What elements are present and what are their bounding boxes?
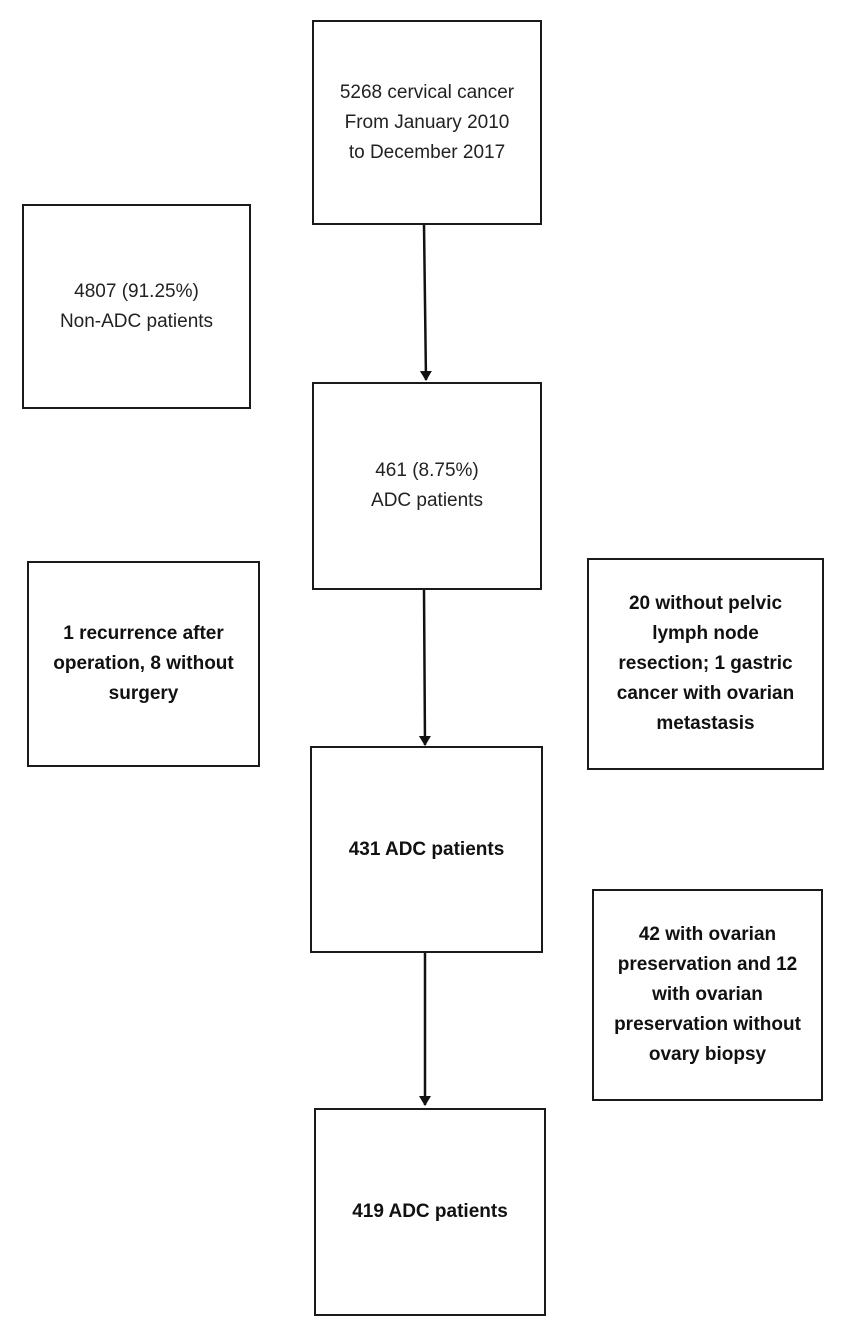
- node-exclusion-1: 1 recurrence after operation, 8 without …: [27, 561, 260, 767]
- node-exclusion-2: 20 without pelvic lymph node resection; …: [587, 558, 824, 770]
- node-adc-431: 431 ADC patients: [310, 746, 543, 953]
- node-non-adc: 4807 (91.25%) Non-ADC patients: [22, 204, 251, 409]
- node-adc-419: 419 ADC patients: [314, 1108, 546, 1316]
- node-exclusion-3: 42 with ovarian preservation and 12 with…: [592, 889, 823, 1101]
- node-adc-419-text: 419 ADC patients: [352, 1201, 508, 1222]
- node-adc-431-text: 431 ADC patients: [348, 838, 505, 860]
- node-non-adc-text: 4807 (91.25%) Non-ADC patients: [59, 280, 214, 332]
- node-adc-461-text: 461 (8.75%) ADC patients: [371, 460, 483, 511]
- node-exclusion-2-text: 20 without pelvic lymph node resection; …: [616, 593, 795, 734]
- node-exclusion-3-text: 42 with ovarian preservation and 12 with…: [614, 924, 801, 1065]
- arrow-461-to-431: [418, 589, 431, 746]
- node-exclusion-1-text: 1 recurrence after operation, 8 without …: [53, 623, 234, 704]
- node-adc-461: 461 (8.75%) ADC patients: [312, 382, 542, 590]
- arrow-start-to-461: [419, 224, 432, 381]
- node-start-text: 5268 cervical cancer From January 2010 t…: [339, 81, 515, 163]
- node-start: 5268 cervical cancer From January 2010 t…: [312, 20, 542, 225]
